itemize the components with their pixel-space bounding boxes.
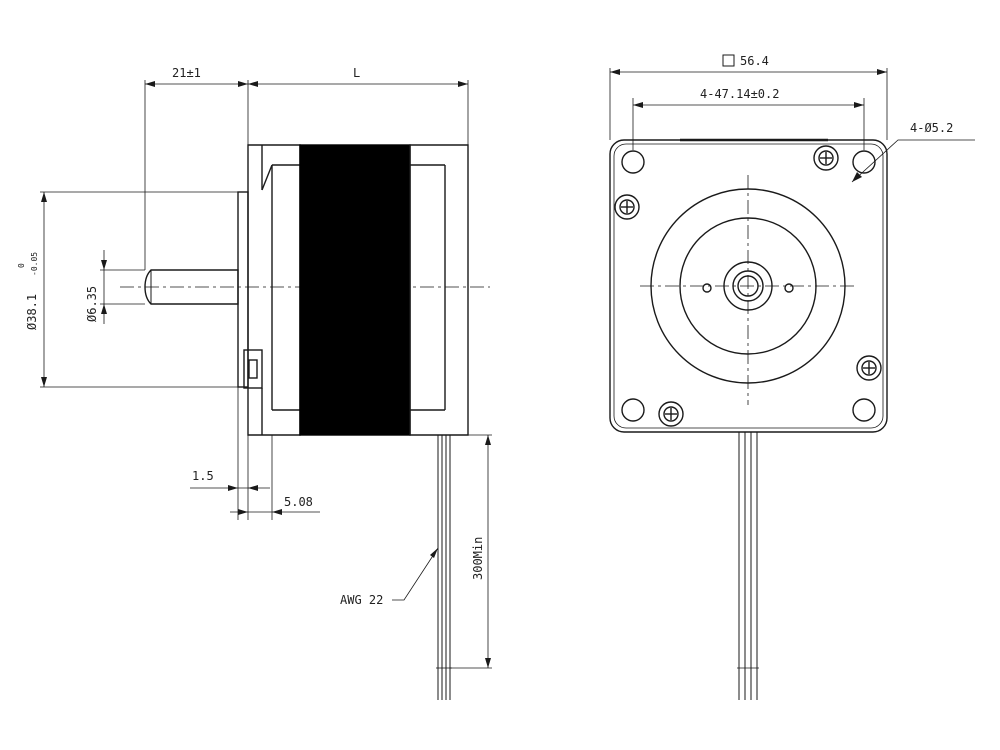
- wire-gauge-label: AWG 22: [340, 593, 383, 607]
- dim-pilot-tol-lower: -0.05: [30, 252, 39, 276]
- front-view: [609, 138, 888, 700]
- arrow: [633, 102, 643, 108]
- dim-lead-length: 300Min: [471, 537, 485, 580]
- small-screw-left: [702, 283, 712, 293]
- arrow: [101, 304, 107, 314]
- dim-body-length: L: [353, 66, 360, 80]
- dim-pilot-height: 1.5: [192, 469, 214, 483]
- dim-flange-square: 56.4: [740, 54, 769, 68]
- side-view: [120, 144, 490, 700]
- flange-top-chamfer: [261, 164, 273, 191]
- dim-shaft-length: 21±1: [172, 66, 201, 80]
- dim-flange-thickness: 5.08: [284, 495, 313, 509]
- dim-shaft-diameter: Ø6.35: [85, 286, 99, 322]
- arrow: [272, 509, 282, 515]
- front-flange: [247, 144, 301, 436]
- stator-stack: [299, 144, 411, 436]
- arrow: [485, 435, 491, 445]
- arrow: [101, 260, 107, 270]
- arrow: [430, 548, 438, 558]
- arrow: [145, 81, 155, 87]
- mounting-hole-top-left: [621, 150, 645, 174]
- arrow: [248, 485, 258, 491]
- mounting-hole-bottom-left: [621, 398, 645, 422]
- dim-hole-diameter: 4-Ø5.2: [910, 121, 953, 135]
- connector-slot: [248, 359, 258, 379]
- connector-tab: [243, 349, 263, 389]
- screw-top-right: [813, 145, 839, 171]
- rear-cap: [409, 144, 469, 436]
- arrow: [248, 81, 258, 87]
- arrow: [238, 509, 248, 515]
- arrow: [852, 172, 862, 182]
- arrow: [485, 658, 491, 668]
- arrow: [238, 81, 248, 87]
- front-inner-outline: [613, 143, 884, 429]
- arrow: [41, 377, 47, 387]
- screw-left: [614, 194, 640, 220]
- screw-right: [856, 355, 882, 381]
- arrow: [877, 69, 887, 75]
- arrow: [228, 485, 238, 491]
- front-dimensions: [609, 68, 975, 183]
- square-symbol: [722, 54, 735, 67]
- awg-leader: [392, 547, 439, 601]
- side-arrowheads: [41, 81, 491, 668]
- arrow: [41, 192, 47, 202]
- front-arrowheads: [610, 69, 887, 182]
- dim-pilot-diameter: Ø38.1: [25, 294, 39, 330]
- dim-pilot-diameter-group: Ø38.1 0 -0.05: [17, 252, 39, 330]
- mounting-hole-top-right: [852, 150, 876, 174]
- hole-leader: [851, 139, 975, 183]
- arrow: [610, 69, 620, 75]
- small-screw-right: [784, 283, 794, 293]
- dim-pilot-tol-upper: 0: [17, 263, 26, 268]
- arrow: [458, 81, 468, 87]
- dim-hole-spacing: 4-47.14±0.2: [700, 87, 779, 101]
- side-dimensions: [40, 80, 492, 669]
- mounting-hole-bottom-right: [852, 398, 876, 422]
- pilot-boss: [237, 191, 249, 388]
- arrow: [854, 102, 864, 108]
- screw-bottom-left: [658, 401, 684, 427]
